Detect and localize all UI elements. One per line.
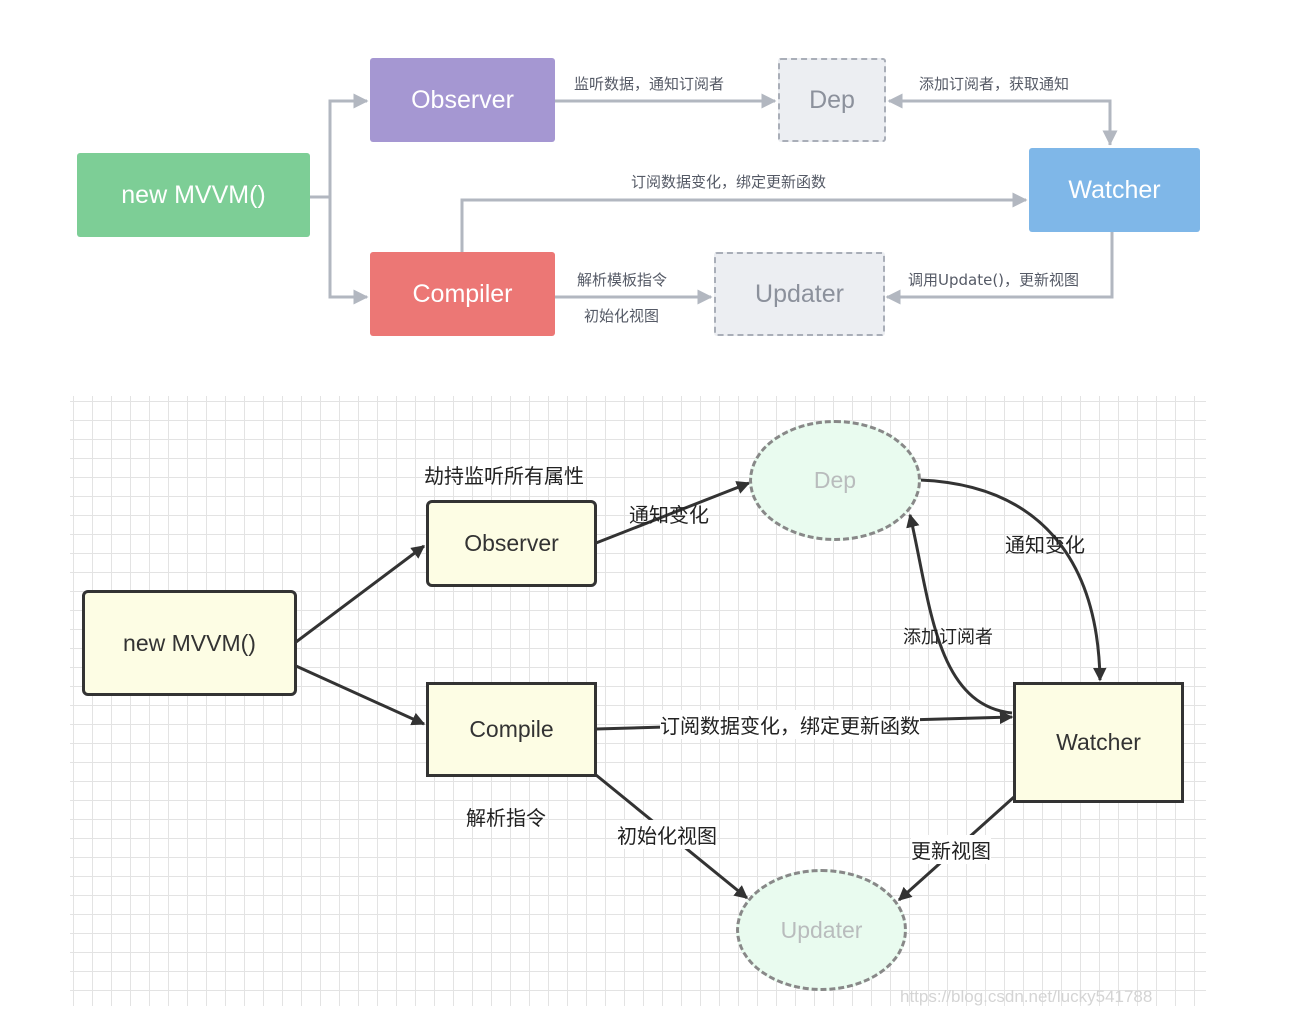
bottom-node-dep: Dep <box>749 420 921 541</box>
top-node-observer-label: Observer <box>411 85 514 114</box>
bottom-arrow-observer-dep <box>595 481 751 545</box>
bottom-arrow-dep-watcher <box>919 478 1107 682</box>
top-node-compiler-label: Compiler <box>412 279 513 308</box>
bottom-node-mvvm: new MVVM() <box>82 590 297 696</box>
top-node-dep: Dep <box>778 58 886 142</box>
top-label-watcher-updater: 调用Update()，更新视图 <box>908 271 1080 289</box>
bottom-node-observer: Observer <box>426 500 597 587</box>
top-node-updater-label: Updater <box>755 279 844 308</box>
top-node-mvvm: new MVVM() <box>77 153 310 237</box>
top-label-watcher-dep: 添加订阅者，获取通知 <box>919 75 1070 93</box>
top-node-mvvm-label: new MVVM() <box>121 180 266 209</box>
bottom-label-dep-watcher: 通知变化 <box>1005 533 1085 557</box>
bottom-node-updater: Updater <box>736 869 907 991</box>
bottom-node-watcher-label: Watcher <box>1056 729 1141 755</box>
connector-watcher-updater <box>885 232 1114 305</box>
bottom-node-observer-label: Observer <box>464 530 559 556</box>
top-label-observer-dep: 监听数据，通知订阅者 <box>574 75 725 93</box>
top-node-dep-label: Dep <box>809 85 855 114</box>
connector-mvvm-observer <box>310 93 369 199</box>
bottom-arrow-mvvm-observer <box>295 544 426 644</box>
top-label-compiler-watcher: 订阅数据变化，绑定更新函数 <box>631 173 827 191</box>
bottom-node-watcher: Watcher <box>1013 682 1184 803</box>
bottom-label-compile-updater: 初始化视图 <box>617 820 717 849</box>
top-connectors <box>310 93 1118 305</box>
bottom-node-dep-label: Dep <box>813 467 857 493</box>
connector-compiler-watcher <box>460 192 1028 252</box>
bottom-label-compile-watcher: 订阅数据变化，绑定更新函数 <box>660 710 920 739</box>
top-node-watcher: Watcher <box>1029 148 1200 232</box>
bottom-node-compile: Compile <box>426 682 597 777</box>
bottom-watermark: https://blog.csdn.net/lucky541788 <box>900 987 1153 1006</box>
top-label-compiler-updater-1: 解析模板指令 <box>577 271 668 289</box>
bottom-label-observer-dep: 通知变化 <box>629 503 709 527</box>
bottom-label-observer-caption: 劫持监听所有属性 <box>424 464 584 488</box>
top-node-compiler: Compiler <box>370 252 555 336</box>
bottom-label-watcher-updater: 更新视图 <box>911 835 991 864</box>
connector-mvvm-compiler <box>328 197 369 305</box>
bottom-label-compile-caption: 解析指令 <box>466 806 546 830</box>
bottom-node-mvvm-label: new MVVM() <box>123 629 256 656</box>
top-node-watcher-label: Watcher <box>1068 175 1161 204</box>
top-node-observer: Observer <box>370 58 555 142</box>
top-label-compiler-updater-2: 初始化视图 <box>584 307 660 325</box>
top-node-updater: Updater <box>714 252 885 336</box>
bottom-label-watcher-dep: 添加订阅者 <box>903 627 993 648</box>
bottom-node-compile-label: Compile <box>469 716 554 742</box>
bottom-arrow-watcher-dep <box>906 513 1013 715</box>
bottom-arrow-mvvm-compile <box>295 664 426 726</box>
bottom-node-updater-label: Updater <box>780 916 863 943</box>
